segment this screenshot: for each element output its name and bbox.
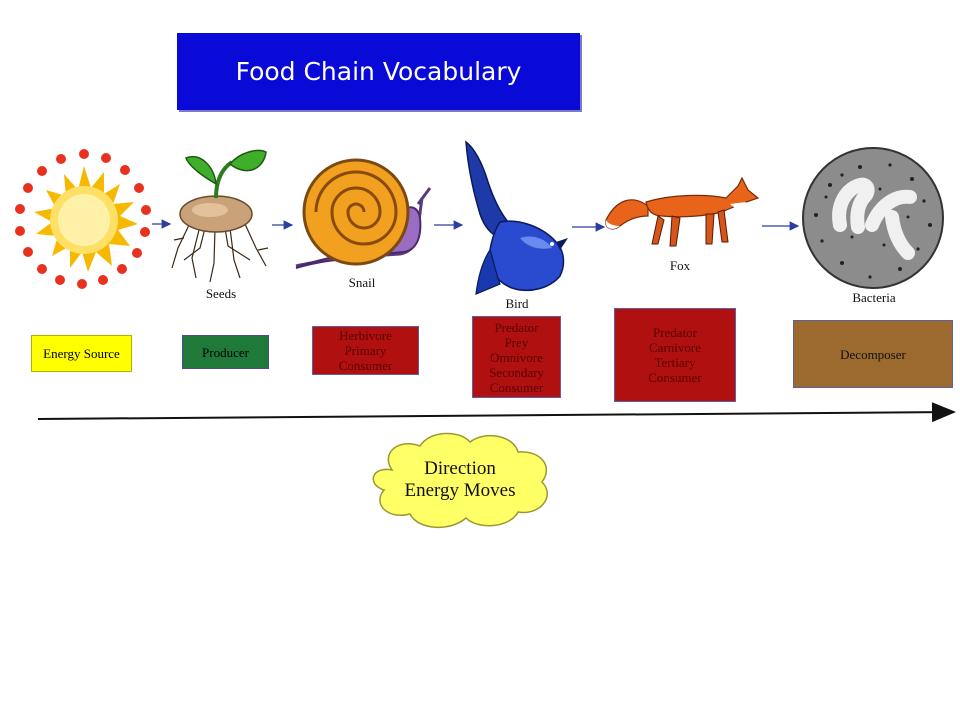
seeds-label: Seeds <box>205 286 237 301</box>
energy-source-text: Energy Source <box>43 346 120 361</box>
herbivore-text: Herbivore Primary Consumer <box>338 328 393 373</box>
cloud-shape <box>372 432 548 529</box>
fox-roles-text: Predator Carnivore Tertiary Consumer <box>648 325 702 385</box>
bacteria-label: Bacteria <box>852 290 896 305</box>
title-banner: Food Chain Vocabulary <box>177 33 580 110</box>
page-title: Food Chain Vocabulary <box>235 57 522 86</box>
snail-icon <box>295 158 432 269</box>
fox-roles-box: Predator Carnivore Tertiary Consumer <box>614 308 736 402</box>
fox-label: Fox <box>669 258 691 273</box>
energy-direction-label: Direction Energy Moves <box>404 458 516 501</box>
producer-text: Producer <box>202 344 249 360</box>
herbivore-box: Herbivore Primary Consumer <box>312 326 419 375</box>
decomposer-text: Decomposer <box>840 346 906 362</box>
bird-label: Bird <box>505 296 529 311</box>
sun-icon <box>15 149 151 289</box>
snail-label: Snail <box>348 275 376 290</box>
producer-box: Producer <box>182 335 269 369</box>
bacteria-icon <box>802 147 944 289</box>
bird-icon <box>465 140 568 295</box>
bird-roles-text: Predator Prey Omnivore Secondary Consume… <box>489 319 544 395</box>
seed-sprout-icon <box>171 149 269 283</box>
bird-roles-box: Predator Prey Omnivore Secondary Consume… <box>472 316 561 398</box>
energy-source-box: Energy Source <box>31 335 132 372</box>
fox-icon <box>605 176 760 247</box>
decomposer-box: Decomposer <box>793 320 953 388</box>
energy-direction-arrow <box>37 402 956 423</box>
